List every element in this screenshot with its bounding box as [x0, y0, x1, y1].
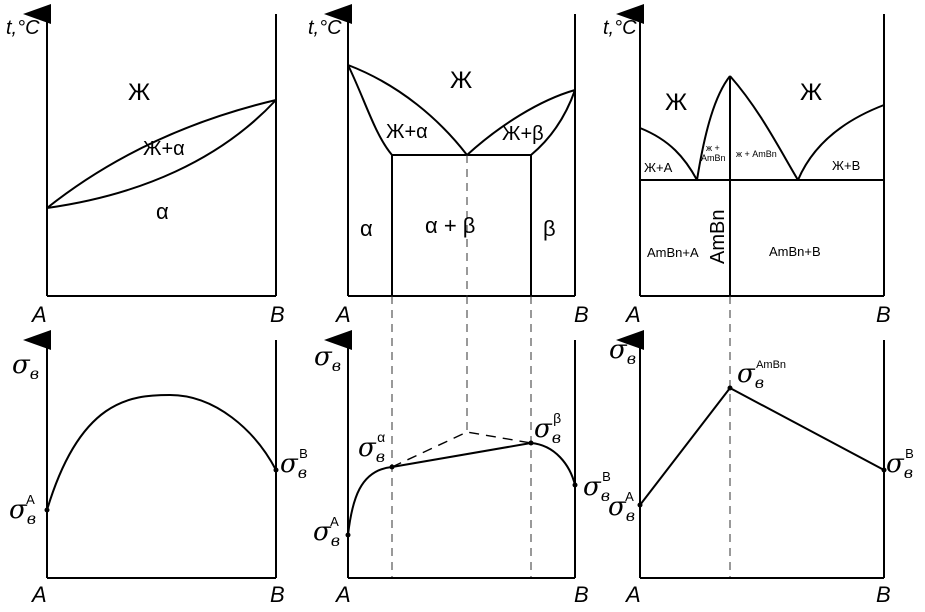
point-A	[44, 507, 50, 513]
point-A	[637, 502, 643, 508]
panel1-phase-diagram	[23, 4, 277, 297]
region-liquid-beta: Ж+β	[502, 123, 544, 145]
panel3-strength-plot	[616, 330, 887, 579]
liquidus-compound-right	[729, 75, 799, 181]
temp-label-1: t,°C	[6, 17, 40, 39]
region-compound-B: AmBn+B	[769, 244, 821, 259]
point-A	[345, 532, 351, 538]
region-liquid-left: Ж	[665, 89, 687, 116]
liquidus-B	[797, 104, 885, 181]
region-liquid-right: Ж	[800, 79, 822, 106]
region-liquid-A: Ж+А	[644, 160, 673, 175]
sigma-axis-label: σв	[609, 335, 636, 368]
point-B	[572, 482, 578, 488]
liquidus-A	[639, 127, 698, 181]
sigma-A-label: σвA	[313, 514, 340, 550]
label-B: B	[574, 302, 589, 327]
region-liquid-compound-left-2: AmBn	[701, 153, 726, 163]
strength-curve	[46, 393, 277, 511]
region-liquid: Ж	[128, 79, 150, 106]
temp-label-3: t,°C	[603, 17, 637, 39]
region-liquid: Ж	[450, 67, 472, 94]
liquidus-line	[46, 99, 277, 209]
sigma-alpha-label: σвα	[358, 429, 385, 466]
point-B	[273, 467, 279, 473]
region-liquid-alpha: Ж+α	[143, 138, 185, 160]
region-alpha: α	[360, 216, 373, 241]
region-liquid-alpha: Ж+α	[386, 121, 428, 143]
solidus-line	[46, 99, 277, 209]
sigma-A-label: σвA	[9, 492, 36, 528]
strength-line-right	[729, 387, 885, 471]
panel3-phase-diagram	[616, 4, 885, 297]
label-A: A	[624, 302, 641, 327]
region-liquid-B: Ж+В	[832, 158, 860, 173]
liquidus-compound-left	[696, 75, 731, 181]
liquidus-right	[466, 89, 576, 156]
point-B	[881, 467, 887, 473]
sigma-B-label: σвB	[280, 446, 308, 482]
point-compound	[727, 385, 733, 391]
sigma-axis-label: σв	[12, 350, 39, 383]
sigma-A-label: σвA	[608, 489, 635, 525]
label-B: B	[574, 582, 589, 607]
compound-label: AmBn	[707, 210, 729, 264]
alpha-branch	[347, 466, 393, 536]
beta-branch	[530, 442, 576, 486]
label-B: B	[876, 582, 891, 607]
label-B: B	[270, 582, 285, 607]
sigma-axis-label: σв	[314, 342, 341, 375]
sigma-B-label: σвB	[583, 469, 611, 505]
two-phase-line	[391, 442, 532, 468]
solidus-right	[530, 89, 576, 156]
label-B: B	[876, 302, 891, 327]
label-A: A	[30, 302, 47, 327]
temp-label-2: t,°C	[308, 17, 342, 39]
sigma-beta-label: σвβ	[534, 410, 561, 447]
label-B: B	[270, 302, 285, 327]
panel2-strength-plot	[324, 330, 578, 579]
liquidus-left	[347, 64, 468, 156]
label-A: A	[334, 582, 351, 607]
point-beta	[528, 440, 534, 446]
sigma-compound-label: σвAmBn	[737, 359, 786, 392]
region-liquid-compound-left-1: ж +	[706, 143, 720, 153]
panel2-phase-diagram	[324, 4, 576, 297]
strength-line-left	[639, 387, 731, 506]
region-liquid-compound-right: ж + AmBn	[736, 149, 777, 159]
label-A: A	[30, 582, 47, 607]
label-A: A	[624, 582, 641, 607]
label-A: A	[334, 302, 351, 327]
region-alpha-beta: α + β	[425, 213, 475, 238]
region-beta: β	[543, 216, 556, 241]
panel1-strength-plot	[23, 330, 279, 579]
region-alpha: α	[156, 199, 169, 224]
ideal-strength-dashed	[391, 431, 532, 468]
solidus-left	[347, 64, 393, 156]
point-alpha	[389, 464, 395, 470]
sigma-B-label: σвB	[886, 446, 914, 482]
region-compound-A: AmBn+A	[647, 245, 699, 260]
